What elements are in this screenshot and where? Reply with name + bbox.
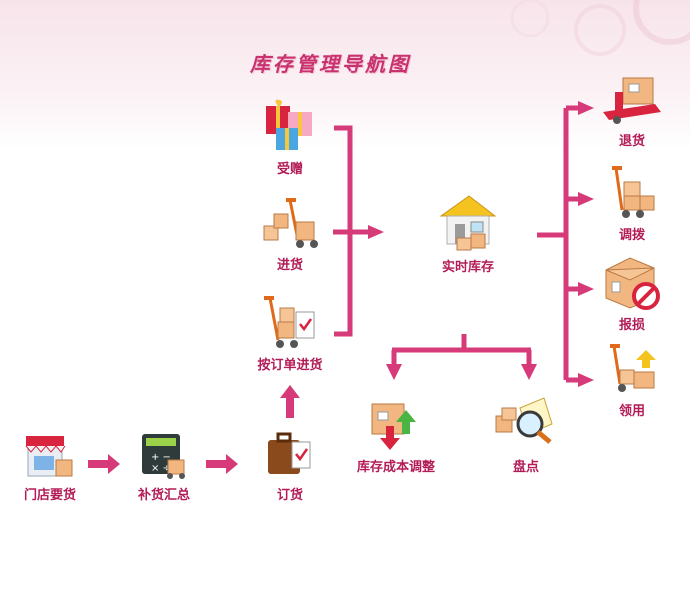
node-replenish-summary[interactable]: + − × ÷ 补货汇总 — [114, 430, 214, 503]
node-requisition[interactable]: 领用 — [582, 342, 682, 419]
node-label: 盘点 — [512, 460, 539, 475]
arrow-store-to-summary — [88, 454, 120, 474]
handtruck-checklist-icon — [264, 296, 315, 348]
arrow-to-transfer — [578, 192, 594, 206]
box-prohibited-icon — [605, 257, 660, 310]
briefcase-checklist-icon — [268, 432, 311, 474]
node-label: 进货 — [276, 258, 303, 273]
node-label: 订货 — [276, 488, 303, 503]
svg-text:× ÷: × ÷ — [151, 463, 171, 474]
node-return[interactable]: 退货 — [582, 72, 682, 149]
arrow-order-to-receipt — [280, 385, 300, 418]
arrow-to-requisition — [578, 373, 594, 387]
node-label: 调拨 — [618, 228, 645, 243]
arrow-to-realtime-stock — [368, 225, 384, 239]
node-label: 报损 — [618, 318, 645, 333]
node-label: 受赠 — [276, 162, 303, 177]
warehouse-house-icon — [439, 195, 497, 251]
node-label: 领用 — [618, 404, 645, 419]
node-label: 库存成本调整 — [356, 460, 435, 475]
calculator-boxes-icon: + − × ÷ — [142, 434, 185, 479]
node-label: 退货 — [618, 134, 645, 149]
arrow-to-cost-adjust — [386, 364, 402, 380]
background-swirl-decoration — [510, 0, 690, 56]
node-label: 门店要货 — [23, 488, 76, 503]
arrow-to-return — [578, 101, 594, 115]
node-stocktake[interactable]: 盘点 — [476, 394, 576, 475]
svg-text:+ −: + − — [151, 452, 171, 463]
red-forklift-box-icon — [603, 77, 661, 124]
handtruck-arrow-icon — [610, 344, 656, 392]
arrow-to-write-off — [578, 282, 594, 296]
magnifier-boxes-icon — [495, 397, 553, 444]
node-store-order[interactable]: 门店要货 — [0, 430, 100, 503]
node-order[interactable]: 订货 — [240, 426, 340, 503]
arrow-summary-to-order — [206, 454, 238, 474]
node-write-off[interactable]: 报损 — [582, 254, 682, 333]
handtruck-boxes-icon — [263, 198, 318, 248]
gift-boxes-icon — [266, 99, 312, 150]
node-order-receipt[interactable]: 按订单进货 — [240, 294, 340, 373]
arrow-to-stocktake — [521, 364, 537, 380]
node-transfer[interactable]: 调拨 — [582, 164, 682, 243]
node-realtime-stock[interactable]: 实时库存 — [418, 190, 518, 275]
node-label: 按订单进货 — [257, 358, 323, 373]
node-purchase[interactable]: 进货 — [240, 196, 340, 273]
handtruck-stack-icon — [612, 166, 655, 218]
storefront-icon — [25, 436, 73, 477]
node-gift-received[interactable]: 受赠 — [240, 98, 340, 177]
node-label: 实时库存 — [441, 260, 494, 275]
node-label: 补货汇总 — [137, 488, 190, 503]
node-cost-adjust[interactable]: 库存成本调整 — [346, 394, 446, 475]
page-title: 库存管理导航图 — [250, 52, 411, 76]
box-updown-arrows-icon — [371, 403, 416, 450]
